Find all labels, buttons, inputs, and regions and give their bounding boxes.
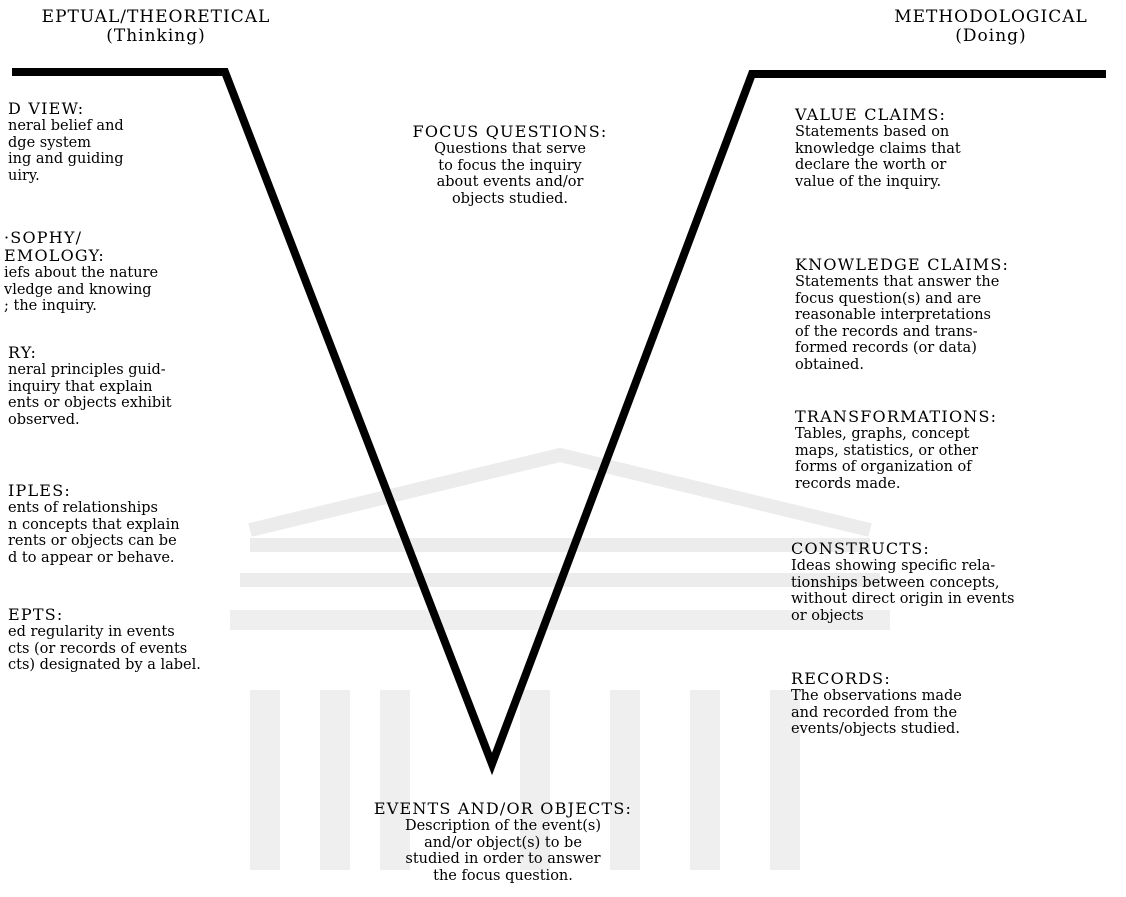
world-view-heading: D VIEW: <box>8 99 85 118</box>
philosophy-line: ; the inquiry. <box>4 298 97 314</box>
left-header-subtitle: (Thinking) <box>106 26 206 46</box>
theory-heading: RY: <box>8 343 38 362</box>
constructs-heading: CONSTRUCTS: <box>791 539 930 558</box>
theory-line: ents or objects exhibit <box>8 395 172 411</box>
events-objects-block: EVENTS AND/OR OBJECTS: Description of th… <box>318 800 688 884</box>
concepts-heading: EPTS: <box>8 605 64 624</box>
knowledge-claims-heading: KNOWLEDGE CLAIMS: <box>795 255 1010 274</box>
principles-line: ents of relationships <box>8 500 158 516</box>
philosophy-heading: ·SOPHY/ <box>4 228 83 247</box>
transformations-heading: TRANSFORMATIONS: <box>795 407 998 426</box>
principles-line: n concepts that explain <box>8 516 180 533</box>
world-view-block: D VIEW: neral belief and dge system ing … <box>8 100 124 184</box>
focus-questions-line: objects studied. <box>451 190 569 207</box>
knowledge-claims-line: reasonable interpretations <box>795 307 991 323</box>
concepts-line: ed regularity in events <box>8 624 175 640</box>
events-objects-line: studied in order to answer <box>405 851 601 867</box>
knowledge-claims-line: obtained. <box>795 356 864 373</box>
constructs-line: tionships between concepts, <box>791 574 1000 591</box>
concepts-line: cts) designated by a label. <box>8 657 201 673</box>
right-header: METHODOLOGICAL (Doing) <box>860 8 1122 46</box>
transformations-line: Tables, graphs, concept <box>795 426 970 442</box>
left-header-title: EPTUAL/THEORETICAL <box>41 7 271 27</box>
events-objects-heading: EVENTS AND/OR OBJECTS: <box>373 799 633 818</box>
principles-line: d to appear or behave. <box>8 549 175 566</box>
right-header-subtitle: (Doing) <box>955 26 1027 46</box>
focus-questions-heading: FOCUS QUESTIONS: <box>412 122 608 141</box>
world-view-line: dge system <box>8 134 91 151</box>
world-view-line: ing and guiding <box>8 151 124 167</box>
constructs-line: or objects <box>791 607 864 624</box>
value-claims-heading: VALUE CLAIMS: <box>795 105 947 124</box>
focus-questions-line: about events and/or <box>436 174 584 190</box>
focus-questions-block: FOCUS QUESTIONS: Questions that serve to… <box>372 123 648 207</box>
epistemology-heading: EMOLOGY: <box>4 246 105 265</box>
records-line: and recorded from the <box>791 704 958 721</box>
transformations-line: forms of organization of <box>795 459 972 475</box>
philosophy-line: vledge and knowing <box>4 281 152 298</box>
concepts-line: cts (or records of events <box>8 640 188 657</box>
transformations-block: TRANSFORMATIONS: Tables, graphs, concept… <box>795 408 997 492</box>
records-line: The observations made <box>791 688 962 704</box>
events-objects-line: Description of the event(s) <box>404 818 602 834</box>
knowledge-claims-line: formed records (or data) <box>795 340 977 356</box>
knowledge-claims-line: focus question(s) and are <box>795 290 982 307</box>
focus-questions-line: Questions that serve <box>434 141 586 157</box>
world-view-line: neral belief and <box>8 118 124 134</box>
value-claims-line: Statements based on <box>795 124 950 140</box>
philosophy-block: ·SOPHY/ EMOLOGY: iefs about the nature v… <box>4 229 158 315</box>
records-line: events/objects studied. <box>791 721 960 737</box>
records-block: RECORDS: The observations made and recor… <box>791 670 962 738</box>
records-heading: RECORDS: <box>791 669 891 688</box>
principles-block: IPLES: ents of relationships n concepts … <box>8 482 180 566</box>
theory-block: RY: neral principles guid- inquiry that … <box>8 344 172 428</box>
events-objects-line: and/or object(s) to be <box>424 834 582 851</box>
theory-line: neral principles guid- <box>8 362 166 378</box>
principles-heading: IPLES: <box>8 481 71 500</box>
knowledge-claims-block: KNOWLEDGE CLAIMS: Statements that answer… <box>795 256 1009 373</box>
world-view-line: uiry. <box>8 167 40 184</box>
constructs-block: CONSTRUCTS: Ideas showing specific rela-… <box>791 540 1014 624</box>
knowledge-claims-line: of the records and trans- <box>795 323 978 340</box>
right-header-title: METHODOLOGICAL <box>894 7 1088 27</box>
left-header: EPTUAL/THEORETICAL (Thinking) <box>0 8 312 46</box>
theory-line: inquiry that explain <box>8 378 153 395</box>
value-claims-line: value of the inquiry. <box>795 173 942 190</box>
focus-questions-line: to focus the inquiry <box>438 157 582 174</box>
constructs-line: without direct origin in events <box>791 591 1015 607</box>
theory-line: observed. <box>8 411 80 428</box>
principles-line: rents or objects can be <box>8 533 177 549</box>
value-claims-line: declare the worth or <box>795 157 947 173</box>
transformations-line: records made. <box>795 475 901 492</box>
constructs-line: Ideas showing specific rela- <box>791 558 996 574</box>
value-claims-block: VALUE CLAIMS: Statements based on knowle… <box>795 106 961 190</box>
transformations-line: maps, statistics, or other <box>795 442 979 459</box>
philosophy-line: iefs about the nature <box>4 265 159 281</box>
knowledge-claims-line: Statements that answer the <box>795 274 1000 290</box>
events-objects-line: the focus question. <box>433 867 573 884</box>
concepts-block: EPTS: ed regularity in events cts (or re… <box>8 606 201 674</box>
value-claims-line: knowledge claims that <box>795 140 961 157</box>
